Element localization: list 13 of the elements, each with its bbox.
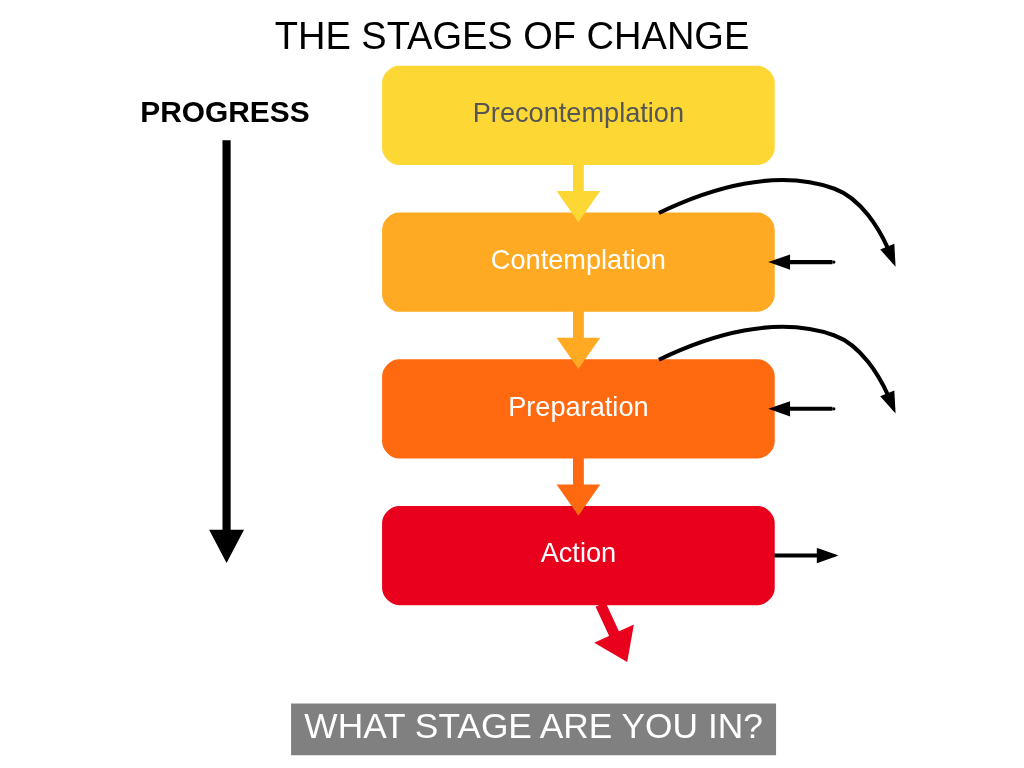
node-box: Preparation [382,359,775,459]
arrow [556,457,601,516]
node-box: Contemplation [382,212,775,312]
arrow [768,254,833,270]
node-box: Precontemplation [382,65,775,165]
caption: WHAT STAGE ARE YOU IN? [304,705,763,745]
diagram-title: THE STAGES OF CHANGE [274,15,750,58]
arrow [594,602,634,662]
arrow [556,164,601,223]
arrow [556,311,601,369]
arrow [768,401,833,417]
node-box: Action [382,505,775,606]
label: PROGRESS [140,94,310,128]
